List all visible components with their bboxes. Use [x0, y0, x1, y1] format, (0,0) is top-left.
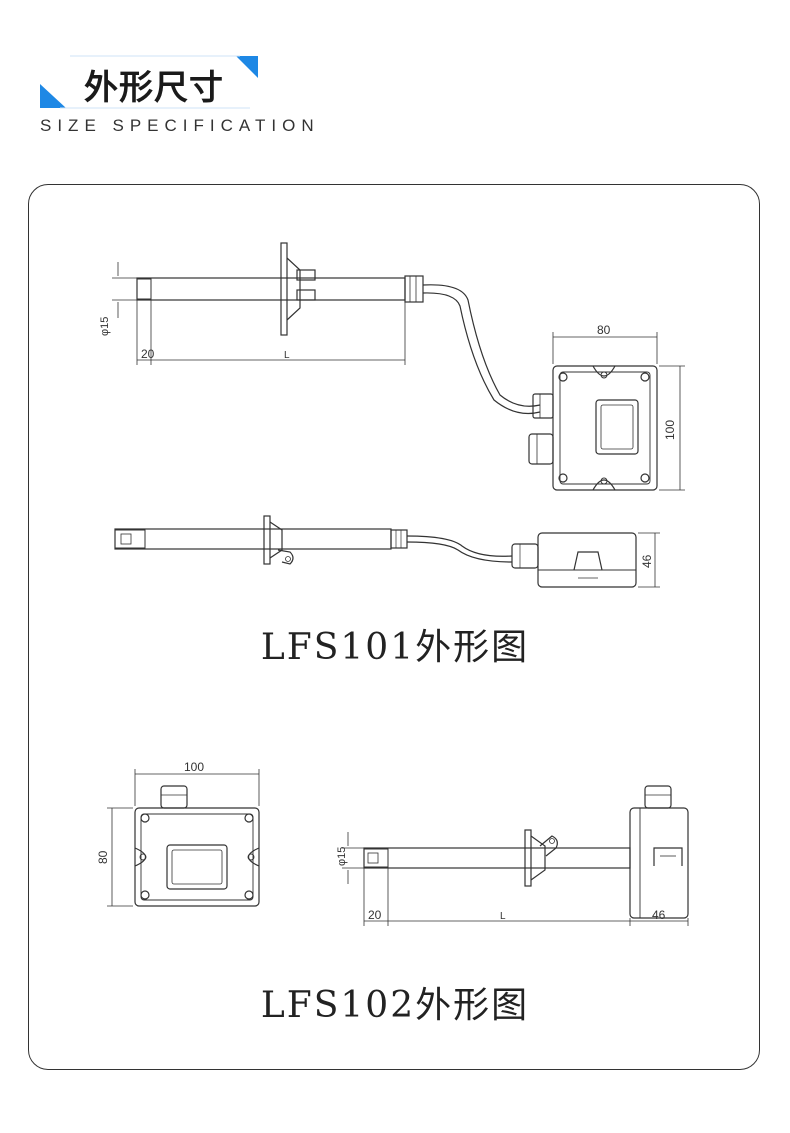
- lfs101-probe-tube: [136, 277, 406, 301]
- lfs101-side-clamp: [277, 549, 294, 565]
- screw-icon: [558, 473, 568, 483]
- lfs102-clamp: [539, 835, 558, 857]
- lfs102-probe-tube: [363, 847, 631, 869]
- header-decoration: [40, 55, 258, 109]
- lfs101-flange-plate: [280, 242, 288, 336]
- lfs101-box-gland-1: [532, 393, 554, 419]
- lfs101-side-bracket: [573, 551, 603, 571]
- lfs101-dim-tip: 20: [141, 347, 155, 361]
- lfs101-flange-nut-top: [296, 269, 316, 281]
- lfs101-box-gland-2: [528, 433, 554, 465]
- lfs101-side-cable: [406, 535, 513, 557]
- lfs102-side-bracket: [653, 847, 683, 866]
- lfs101-flange-nut-bottom: [296, 289, 316, 301]
- lfs102-display-window: [166, 844, 228, 890]
- lfs102-dim-box-depth: 46: [652, 908, 666, 922]
- lfs102-flange-cone: [530, 835, 546, 881]
- screw-icon: [140, 890, 150, 900]
- lfs101-side-dimensions: [638, 532, 660, 588]
- header-accent-right: [236, 56, 258, 78]
- mount-tab-icon: [134, 847, 147, 867]
- lfs101-caption: LFS101外形图: [260, 627, 530, 668]
- lfs101-dim-box-width: 80: [597, 323, 611, 337]
- mount-tab-icon: [592, 479, 616, 491]
- mount-tab-icon: [247, 847, 260, 867]
- lfs102-dim-length: L: [500, 911, 506, 922]
- mount-tab-icon: [592, 365, 616, 377]
- lfs101-side-flange: [263, 515, 271, 565]
- lfs102-front-dimensions: [107, 769, 260, 907]
- lfs102-side-view: φ15 20 L 46: [336, 785, 689, 926]
- lfs102-box-front: [134, 807, 260, 907]
- screw-icon: [640, 372, 650, 382]
- lfs102-side-gland: [644, 785, 672, 809]
- lfs101-dim-length: L: [284, 350, 290, 361]
- screw-icon: [140, 813, 150, 823]
- lfs101-dim-box-height: 100: [663, 420, 677, 440]
- lfs101-dim-box-depth: 46: [640, 554, 654, 568]
- lfs101-side-box-gland: [511, 543, 539, 569]
- lfs101-dim-probe-dia: φ15: [99, 317, 111, 336]
- screw-icon: [640, 473, 650, 483]
- lfs101-side-view: 46: [114, 515, 660, 588]
- lfs101-box-front: [552, 365, 658, 491]
- lfs101-probe-tip: [136, 278, 152, 300]
- lfs101-side-tip: [114, 529, 146, 549]
- lfs101-cable-edge: [422, 292, 541, 415]
- drawing-panel: [28, 184, 760, 1070]
- lfs102-dim-tip: 20: [368, 908, 382, 922]
- header-accent-left: [40, 84, 66, 108]
- lfs101-cable-gland: [404, 275, 424, 303]
- section-subtitle: SIZE SPECIFICATION: [40, 116, 320, 135]
- lfs102-probe-tip: [363, 848, 389, 868]
- section-header: 外形尺寸 SIZE SPECIFICATION: [0, 0, 790, 150]
- lfs101-side-probe: [114, 528, 392, 550]
- lfs101-flange-cone: [286, 257, 301, 321]
- lfs102-side-box: [629, 807, 689, 919]
- lfs101-side-gland: [390, 529, 408, 549]
- lfs101-top-dimensions: [112, 262, 685, 491]
- lfs102-dim-box-width: 100: [184, 760, 204, 774]
- lfs101-cable: [422, 284, 541, 407]
- lfs102-box-gland: [160, 785, 188, 809]
- lfs102-dim-probe-dia: φ15: [336, 847, 348, 866]
- screw-icon: [244, 813, 254, 823]
- lfs102-side-dimensions: [342, 832, 689, 926]
- section-title: 外形尺寸: [84, 68, 224, 108]
- lfs102-dim-box-height: 80: [96, 850, 110, 864]
- lfs101-top-view: φ15 20 L 80 100: [99, 242, 685, 491]
- lfs101-display-window: [595, 399, 639, 455]
- lfs101-side-cable-edge: [406, 541, 513, 563]
- lfs102-flange: [524, 829, 532, 887]
- lfs101-side-flange-cone: [269, 521, 283, 559]
- lfs102-front-view: 100 80: [96, 760, 260, 907]
- lfs101-side-box: [537, 532, 637, 588]
- screw-icon: [244, 890, 254, 900]
- lfs102-caption: LFS102外形图: [260, 985, 530, 1026]
- screw-icon: [558, 372, 568, 382]
